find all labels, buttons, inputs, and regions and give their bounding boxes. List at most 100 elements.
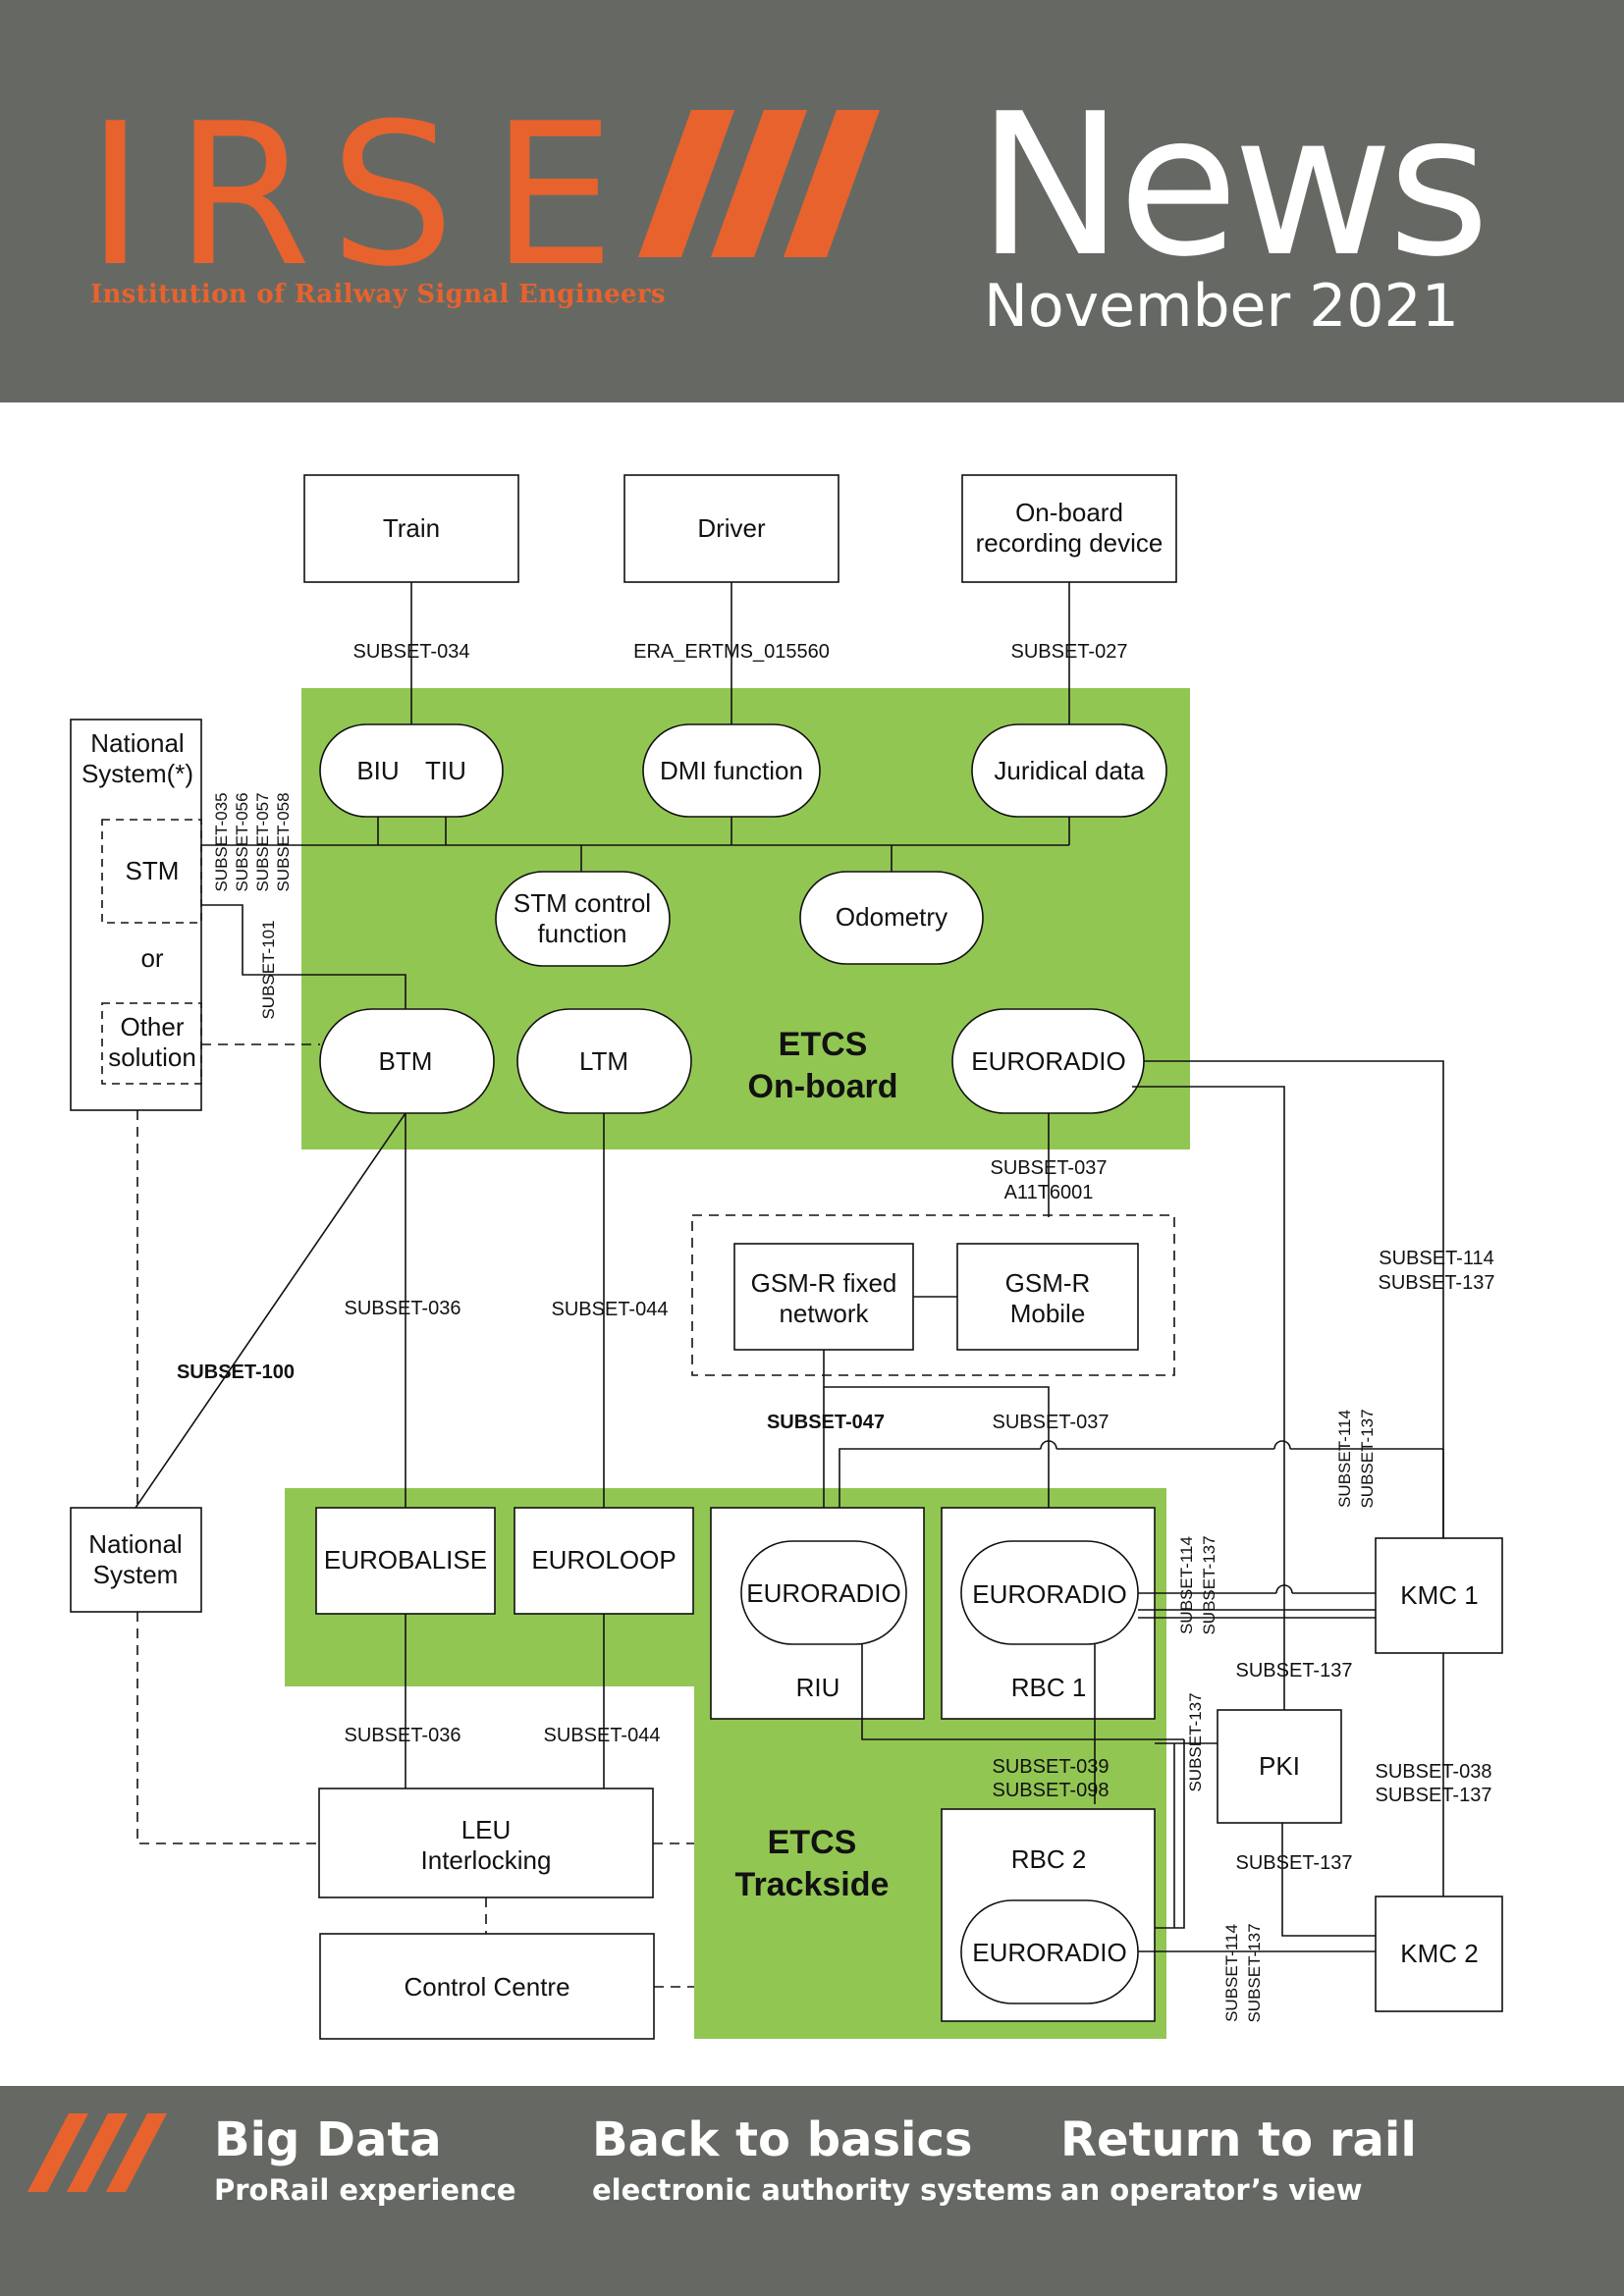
gsmr-dashed-region bbox=[691, 1214, 1175, 1376]
gsmr-fixed-box bbox=[733, 1243, 914, 1351]
eurobalise-box bbox=[315, 1507, 496, 1615]
feature-title-back-to-basics[interactable]: Back to basics bbox=[592, 2112, 973, 2167]
subset-047-label: SUBSET-047 bbox=[767, 1412, 885, 1433]
dmi-label: DMI function bbox=[660, 756, 803, 785]
subset-137-vert-c-label: SUBSET-137 bbox=[1186, 1692, 1205, 1791]
subset-137-pki-top-label: SUBSET-137 bbox=[1236, 1660, 1353, 1682]
feature-title-return-to-rail[interactable]: Return to rail bbox=[1060, 2112, 1417, 2167]
or-label: or bbox=[140, 943, 163, 973]
national-system-bottom-box bbox=[70, 1507, 202, 1613]
subset-137-pki-bottom-label: SUBSET-137 bbox=[1236, 1852, 1353, 1874]
euroradio-riu-label: EURORADIO bbox=[746, 1578, 900, 1608]
riu-label: RIU bbox=[796, 1673, 840, 1702]
onboard-recording-label-1: On-board bbox=[1015, 498, 1123, 527]
eurobalise-label: EUROBALISE bbox=[324, 1545, 487, 1575]
kmc2-box bbox=[1375, 1896, 1503, 2012]
stm-control-label-1: STM control bbox=[514, 888, 651, 918]
other-solution-label-2: solution bbox=[108, 1042, 196, 1072]
subset-100-label: SUBSET-100 bbox=[177, 1362, 295, 1383]
logo-slashes-icon bbox=[638, 110, 880, 257]
logo-letter-r: R bbox=[175, 81, 311, 310]
stm-control-pill bbox=[495, 871, 671, 967]
pki-label: PKI bbox=[1259, 1751, 1300, 1781]
national-system-bottom-label-1: National bbox=[88, 1529, 182, 1559]
biu-label: BIU bbox=[356, 756, 399, 785]
national-system-top-box bbox=[70, 719, 202, 1111]
btm-pill bbox=[319, 1008, 495, 1114]
dmi-function-pill bbox=[642, 723, 821, 818]
gsmr-mobile-box bbox=[956, 1243, 1139, 1351]
subset-137-vert-d-label: SUBSET-137 bbox=[1245, 1923, 1264, 2022]
stm-label: STM bbox=[126, 856, 180, 885]
cover-footer bbox=[0, 2086, 1624, 2296]
feature-subtitle-return-to-rail: an operator’s view bbox=[1060, 2173, 1363, 2207]
stm-box bbox=[101, 819, 202, 924]
control-centre-box bbox=[319, 1933, 655, 2040]
kmc1-box bbox=[1375, 1537, 1503, 1654]
etcs-onboard-title-2: On-board bbox=[748, 1068, 898, 1105]
masthead: I R S E Institution of Railway Signal En… bbox=[0, 0, 1624, 402]
euroradio-riu-pill bbox=[740, 1540, 907, 1645]
euroradio-onboard-label: EURORADIO bbox=[971, 1046, 1125, 1076]
subset-098-label: SUBSET-098 bbox=[993, 1780, 1110, 1801]
subset-056-label: SUBSET-056 bbox=[233, 792, 251, 891]
train-box bbox=[303, 474, 519, 583]
subset-114-right-label: SUBSET-114 bbox=[1379, 1248, 1493, 1269]
subset-044-top-label: SUBSET-044 bbox=[552, 1299, 669, 1320]
control-centre-label: Control Centre bbox=[404, 1972, 569, 2002]
subset-039-label: SUBSET-039 bbox=[993, 1756, 1110, 1778]
etcs-trackside-title-1: ETCS bbox=[768, 1824, 857, 1861]
subset-058-label: SUBSET-058 bbox=[274, 792, 293, 891]
subset-037-mid-label: SUBSET-037 bbox=[993, 1412, 1110, 1433]
subset-114-vert-a-label: SUBSET-114 bbox=[1335, 1410, 1354, 1508]
era-label: ERA_ERTMS_015560 bbox=[633, 641, 830, 663]
logo-letter-e: E bbox=[491, 81, 616, 310]
logo-tagline: Institution of Railway Signal Engineers bbox=[90, 280, 666, 309]
subset-035-label: SUBSET-035 bbox=[212, 792, 231, 891]
kmc2-label: KMC 2 bbox=[1400, 1939, 1478, 1968]
odometry-pill bbox=[799, 871, 984, 965]
logo-letter-s: S bbox=[330, 81, 455, 310]
etcs-architecture-diagram: Train Driver On-board recording device N… bbox=[70, 474, 1503, 2040]
feature-title-big-data[interactable]: Big Data bbox=[214, 2112, 442, 2167]
driver-label: Driver bbox=[697, 513, 766, 543]
stm-control-label-2: function bbox=[537, 919, 626, 948]
subset-038-label: SUBSET-038 bbox=[1376, 1761, 1492, 1783]
subset-057-label: SUBSET-057 bbox=[253, 792, 272, 891]
ltm-label: LTM bbox=[579, 1046, 628, 1076]
footer-slashes-icon bbox=[27, 2113, 167, 2192]
leu-label-1: LEU bbox=[461, 1815, 512, 1844]
subset-137-vert-a-label: SUBSET-137 bbox=[1358, 1409, 1377, 1508]
gsmr-mobile-label-2: Mobile bbox=[1010, 1299, 1086, 1328]
biu-tiu-pill bbox=[319, 723, 504, 818]
euroloop-box bbox=[514, 1507, 694, 1615]
subset-044-bottom-label: SUBSET-044 bbox=[544, 1725, 661, 1746]
onboard-recording-label-2: recording device bbox=[976, 528, 1164, 558]
tiu-label: TIU bbox=[425, 756, 466, 785]
juridical-label: Juridical data bbox=[994, 756, 1145, 785]
onboard-recording-box bbox=[961, 474, 1177, 583]
kmc1-label: KMC 1 bbox=[1400, 1580, 1478, 1610]
subset-114-vert-b-label: SUBSET-114 bbox=[1177, 1536, 1196, 1634]
subset-137-kmc-label: SUBSET-137 bbox=[1376, 1785, 1492, 1806]
subset-034-label: SUBSET-034 bbox=[353, 641, 470, 663]
euroradio-rbc2-label: EURORADIO bbox=[972, 1938, 1126, 1967]
pki-box bbox=[1217, 1709, 1342, 1824]
euroloop-label: EUROLOOP bbox=[531, 1545, 676, 1575]
national-system-top-label-1: National bbox=[90, 728, 184, 758]
btm-label: BTM bbox=[379, 1046, 433, 1076]
gsmr-mobile-label-1: GSM-R bbox=[1005, 1268, 1091, 1298]
rbc2-label: RBC 2 bbox=[1011, 1844, 1087, 1874]
rbc1-label: RBC 1 bbox=[1011, 1673, 1087, 1702]
train-label: Train bbox=[383, 513, 440, 543]
masthead-title: News bbox=[977, 72, 1489, 300]
leu-label-2: Interlocking bbox=[421, 1845, 552, 1875]
national-system-top-label-2: System(*) bbox=[81, 759, 193, 788]
euroradio-rbc1-label: EURORADIO bbox=[972, 1579, 1126, 1609]
juridical-data-pill bbox=[971, 723, 1167, 818]
etcs-onboard-title-1: ETCS bbox=[779, 1026, 868, 1063]
odometry-label: Odometry bbox=[836, 902, 947, 932]
subset-114-vert-d-label: SUBSET-114 bbox=[1222, 1924, 1241, 2022]
logo-letter-i: I bbox=[86, 81, 144, 310]
subset-036-bottom-label: SUBSET-036 bbox=[345, 1725, 461, 1746]
